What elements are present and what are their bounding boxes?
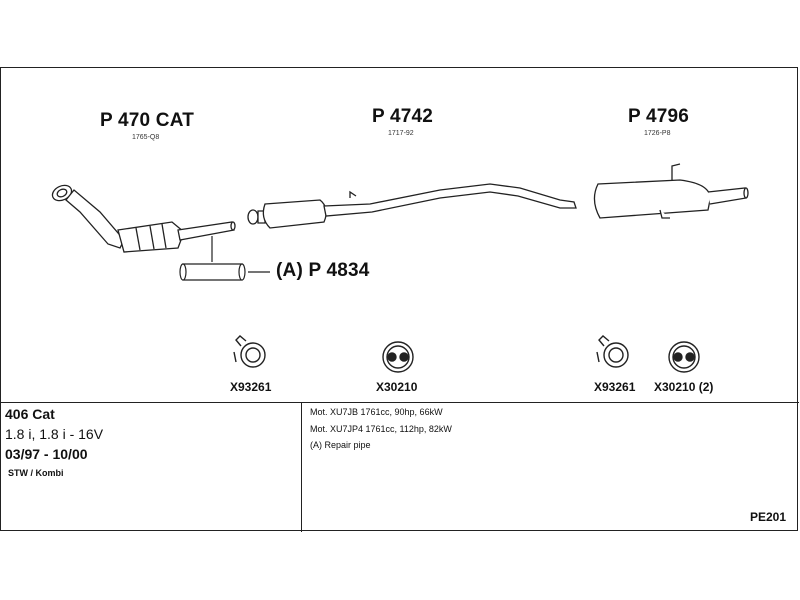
middle-silencer-drawing (247, 183, 577, 229)
rear-silencer-part-number: P 4796 (628, 106, 690, 127)
vehicle-years: 03/97 - 10/00 (5, 446, 88, 462)
rear-silencer-drawing (593, 163, 749, 219)
repair-pipe-part-number: (A) P 4834 (276, 260, 370, 281)
catalyst-drawing (51, 184, 236, 253)
note-repair-pipe: (A) Repair pipe (310, 440, 371, 450)
middle-silencer-sub-code: 1717-92 (388, 130, 414, 137)
rubber-mount-icon (382, 341, 414, 373)
catalyst-sub-code: 1765-Q8 (132, 134, 160, 141)
middle-silencer-part-number: P 4742 (372, 106, 434, 127)
rubber-mount-code: X30210 (2) (654, 380, 714, 394)
vehicle-body: STW / Kombi (8, 468, 64, 478)
rubber-mount-code: X30210 (376, 380, 418, 394)
vehicle-engines: 1.8 i, 1.8 i - 16V (5, 426, 104, 442)
clamp-icon (596, 335, 629, 368)
note-engine-1: Mot. XU7JB 1761cc, 90hp, 66kW (310, 407, 443, 417)
repair-pipe-drawing (179, 236, 270, 281)
divider-vertical (301, 402, 302, 532)
rear-silencer-sub-code: 1726-P8 (644, 130, 671, 137)
diagram-frame (0, 67, 799, 532)
catalog-code: PE201 (750, 510, 787, 524)
clamp-icon (233, 335, 266, 368)
catalyst-part-number: P 470 CAT (100, 110, 195, 131)
clamp-code: X93261 (594, 380, 636, 394)
vehicle-model: 406 Cat (5, 406, 55, 422)
clamp-code: X93261 (230, 380, 272, 394)
divider-horizontal (1, 402, 799, 403)
note-engine-2: Mot. XU7JP4 1761cc, 112hp, 82kW (310, 424, 452, 434)
rubber-mount-icon (668, 341, 700, 373)
